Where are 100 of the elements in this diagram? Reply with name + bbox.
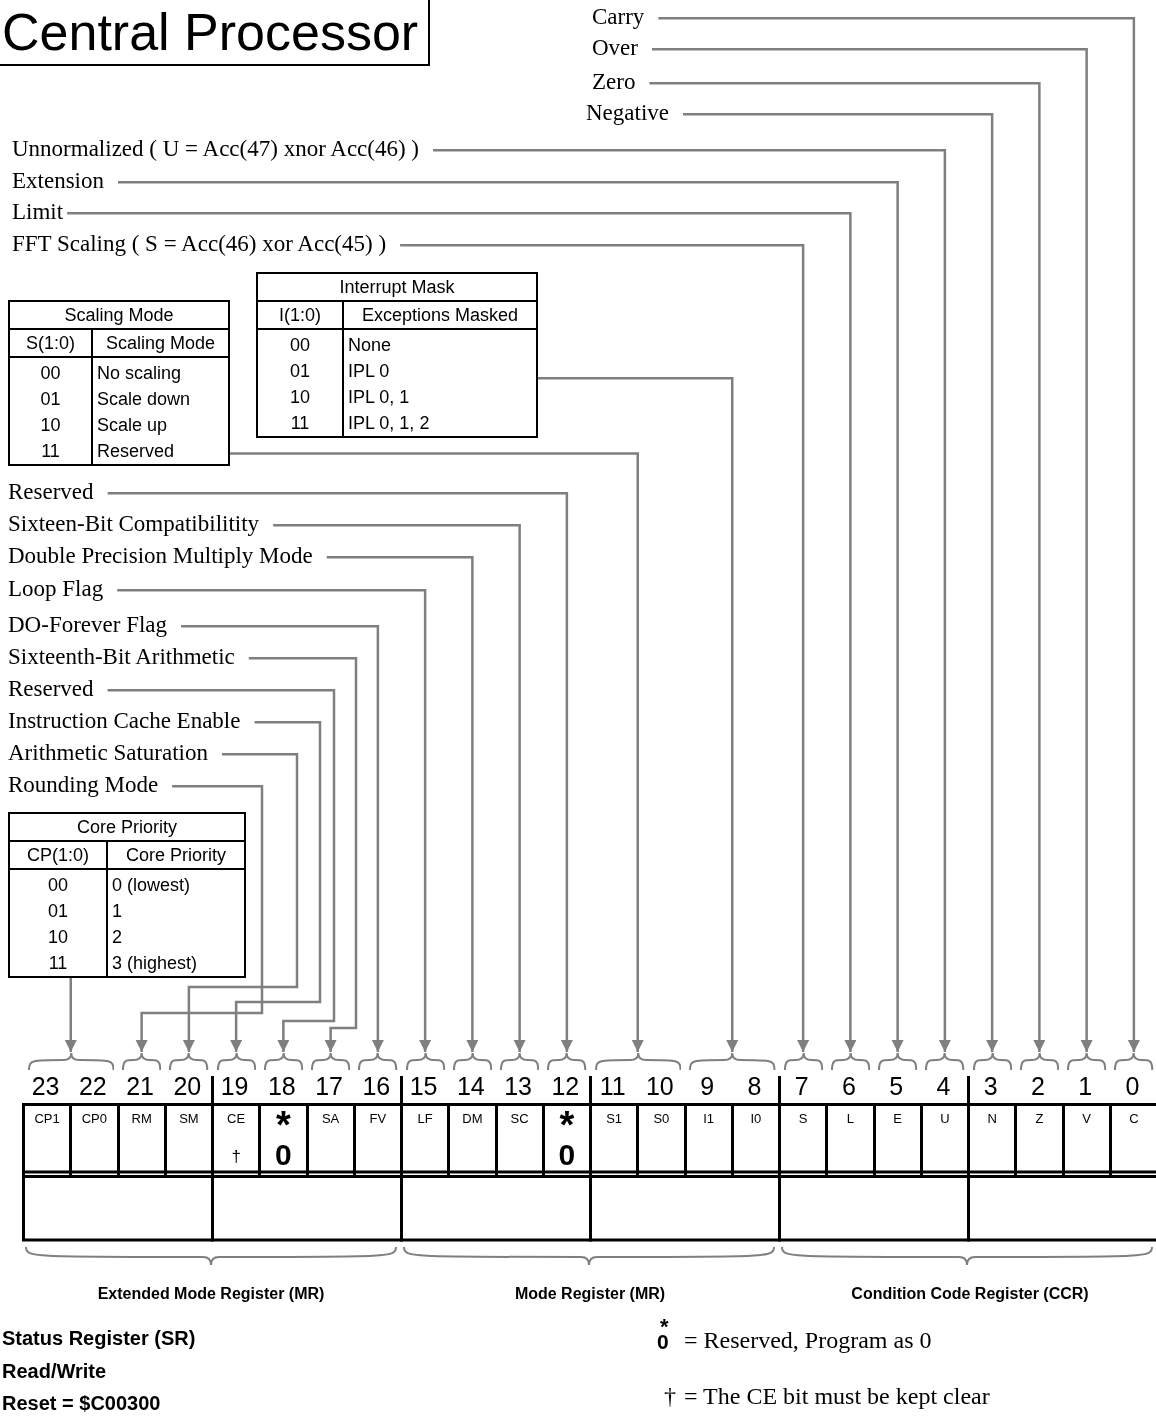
- bit-name: CP0: [81, 1110, 107, 1128]
- column-header: CP(1:0): [9, 841, 107, 869]
- leader-arrow: [326, 556, 479, 1052]
- leader-arrow: [117, 589, 432, 1052]
- bit-brace: [1019, 1052, 1059, 1070]
- bit-brace: [972, 1052, 1012, 1070]
- bit-name: L: [846, 1110, 854, 1128]
- bit-brace: [689, 1052, 776, 1070]
- leader-arrow: [64, 978, 77, 1052]
- leader-arrow: [538, 377, 739, 1052]
- field-label: Extension: [12, 168, 104, 194]
- bit-value: 00: [257, 329, 343, 358]
- leader-arrow: [230, 452, 644, 1052]
- bit-brace: [878, 1052, 918, 1070]
- bit-name: RM: [131, 1110, 152, 1128]
- value-meaning: 3 (highest): [107, 950, 245, 977]
- bit-number: 19: [220, 1071, 249, 1101]
- bit-brace: [169, 1052, 209, 1070]
- bit-brace: [500, 1052, 540, 1070]
- bit-brace: [27, 1052, 114, 1070]
- leader-arrow: [107, 689, 336, 1052]
- bit-name: S0: [653, 1110, 670, 1128]
- field-label: Sixteenth-Bit Arithmetic: [8, 644, 235, 670]
- leader-arrow: [135, 785, 264, 1052]
- bit-number: 21: [126, 1071, 155, 1101]
- value-meaning: IPL 0, 1, 2: [343, 410, 537, 437]
- bit-value: 10: [257, 384, 343, 410]
- bit-name: DM: [462, 1110, 483, 1128]
- field-label: Over: [592, 35, 638, 61]
- bit-number: 2: [1030, 1071, 1045, 1101]
- bit-brace: [594, 1052, 681, 1070]
- field-label: Negative: [586, 100, 669, 126]
- value-meaning: 2: [107, 924, 245, 950]
- value-meaning: None: [343, 329, 537, 358]
- leader-arrow: [683, 113, 999, 1052]
- register-info: Read/Write: [2, 1359, 107, 1383]
- table-title: Interrupt Mask: [257, 273, 537, 301]
- footnote-text: = Reserved, Program as 0: [684, 1326, 932, 1355]
- bit-number: 20: [173, 1071, 202, 1101]
- field-label: Unnormalized ( U = Acc(47) xnor Acc(46) ): [12, 136, 420, 162]
- bit-number: 14: [456, 1071, 485, 1101]
- bit-name: U: [940, 1110, 950, 1128]
- bit-brace: [830, 1052, 870, 1070]
- bit-name: FV: [369, 1110, 387, 1128]
- bit-number: 17: [315, 1071, 344, 1101]
- field-label: Zero: [592, 69, 636, 95]
- field-label: FFT Scaling ( S = Acc(46) xor Acc(45) ): [12, 231, 387, 257]
- bit-name: LF: [417, 1110, 433, 1128]
- field-label: DO-Forever Flag: [8, 612, 168, 638]
- bit-brace: [405, 1052, 445, 1070]
- bit-number: 22: [78, 1071, 107, 1101]
- bit-number: 18: [267, 1071, 296, 1101]
- bit-number: 15: [409, 1071, 438, 1101]
- leader-arrow: [433, 149, 951, 1052]
- register-bit-cell: [1014, 1103, 1065, 1178]
- footnote-mark: †: [231, 1148, 241, 1166]
- field-label: Loop Flag: [8, 576, 104, 602]
- bit-value: 10: [9, 924, 107, 950]
- bit-value: 01: [257, 358, 343, 384]
- bit-number: 11: [599, 1071, 626, 1101]
- field-label: Arithmetic Saturation: [8, 740, 208, 766]
- leader-arrow: [248, 657, 358, 1052]
- leader-arrow: [400, 244, 810, 1052]
- value-meaning: No scaling: [92, 357, 229, 386]
- bit-brace: [925, 1052, 965, 1070]
- register-bit-cell: [258, 1103, 309, 1178]
- bit-number: 9: [700, 1071, 715, 1101]
- bit-number: 13: [504, 1071, 533, 1101]
- value-meaning: 1: [107, 898, 245, 924]
- bit-brace: [122, 1052, 162, 1070]
- bit-number: 6: [841, 1071, 856, 1101]
- bit-brace: [216, 1052, 256, 1070]
- field-label: Carry: [592, 4, 645, 30]
- column-header: S(1:0): [9, 329, 92, 357]
- field-label: Double Precision Multiply Mode: [8, 543, 313, 569]
- value-meaning: Scale down: [92, 386, 229, 412]
- bit-value: 01: [9, 898, 107, 924]
- bit-name: S: [798, 1110, 808, 1128]
- bit-name: CP1: [34, 1110, 60, 1128]
- bit-number: 12: [551, 1071, 580, 1101]
- bit-number: 7: [794, 1071, 809, 1101]
- footnote-text: = The CE bit must be kept clear: [684, 1382, 990, 1411]
- bit-value: 11: [9, 950, 107, 977]
- value-meaning: IPL 0: [343, 358, 537, 384]
- bit-name: Z: [1035, 1110, 1044, 1128]
- bit-name: S1: [606, 1110, 623, 1128]
- register-name: Condition Code Register (CCR): [851, 1284, 1089, 1304]
- register-info: Reset = $C00300: [2, 1391, 161, 1415]
- bit-name: I0: [750, 1110, 762, 1128]
- footnote-text: †: [664, 1382, 676, 1411]
- table-title: Core Priority: [9, 813, 245, 841]
- bit-value: 01: [9, 386, 92, 412]
- bit-value: 10: [9, 412, 92, 438]
- bit-value: 11: [257, 410, 343, 437]
- reserved-value: 0: [558, 1140, 576, 1170]
- value-meaning: Reserved: [92, 438, 229, 465]
- bit-number: 10: [645, 1071, 674, 1101]
- field-label: Instruction Cache Enable: [8, 708, 241, 734]
- bit-number: 16: [362, 1071, 391, 1101]
- value-meaning: IPL 0, 1: [343, 384, 537, 410]
